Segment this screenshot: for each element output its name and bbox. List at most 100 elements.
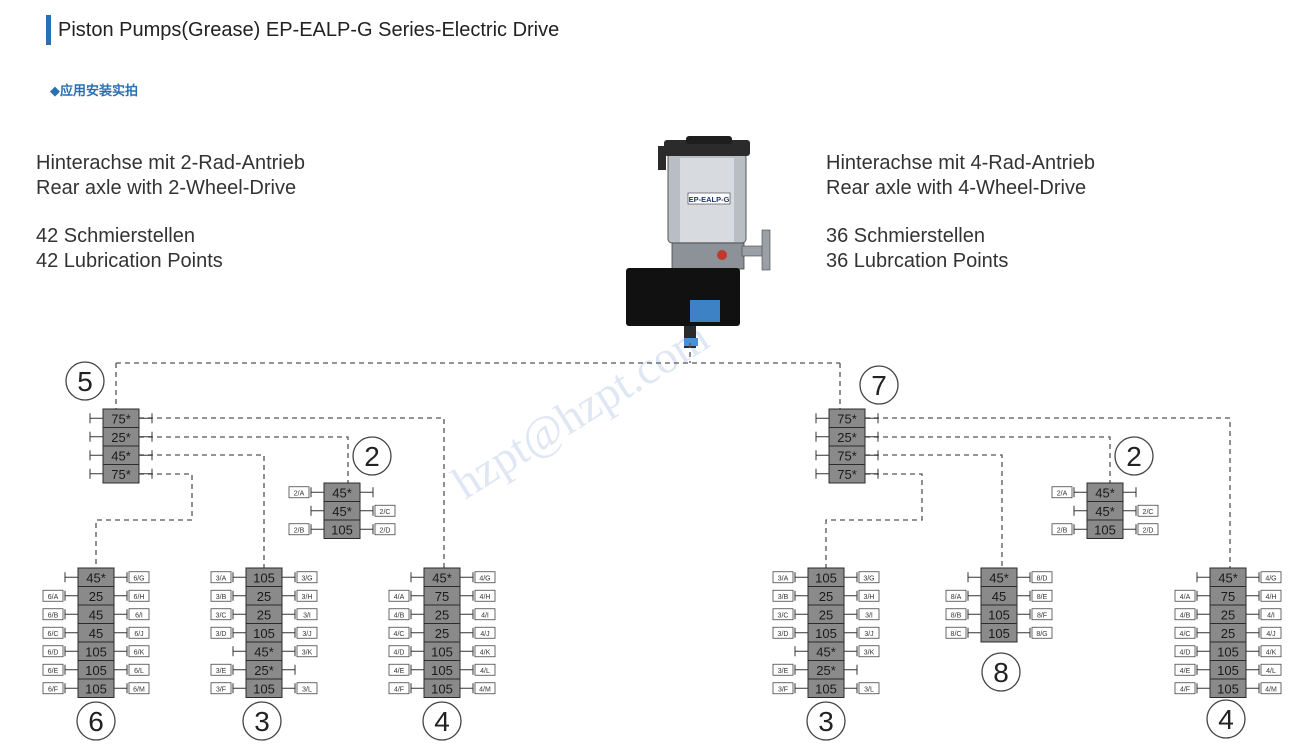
outlet-label: 3/D bbox=[778, 631, 789, 638]
group-number-circle bbox=[242, 701, 282, 741]
outlet-label: 4/M bbox=[1265, 686, 1277, 693]
block-value: 105 bbox=[85, 663, 107, 678]
outlet-tag bbox=[858, 571, 880, 584]
outlet-tag bbox=[474, 589, 496, 602]
block-value: 105 bbox=[815, 626, 837, 641]
group-number-circle bbox=[352, 436, 392, 476]
block-value: 105 bbox=[253, 681, 275, 696]
outlet-tag bbox=[1260, 589, 1282, 602]
block-value: 45 bbox=[89, 626, 103, 641]
outlet-tag bbox=[42, 608, 64, 621]
outlet-tag bbox=[1137, 504, 1159, 517]
group-number: 4 bbox=[434, 706, 450, 737]
supply-lines bbox=[95, 343, 1231, 568]
group-number-circle bbox=[806, 701, 846, 741]
group-number: 3 bbox=[818, 706, 834, 737]
block-value: 45* bbox=[111, 448, 131, 463]
outlet-tag bbox=[1260, 608, 1282, 621]
outlet-label: 3/G bbox=[301, 575, 312, 582]
outlet-label: 8/F bbox=[1037, 612, 1047, 619]
outlet-tag bbox=[772, 571, 794, 584]
group-number: 2 bbox=[1126, 441, 1142, 472]
outlet-label: 3/J bbox=[302, 631, 311, 638]
outlet-label: 2/C bbox=[1143, 509, 1154, 516]
outlet-label: 3/F bbox=[216, 686, 226, 693]
outlet-label: 4/J bbox=[480, 631, 489, 638]
outlet-label: 4/A bbox=[1180, 594, 1191, 601]
outlet-label: 4/A bbox=[394, 594, 405, 601]
block-value: 45* bbox=[332, 504, 352, 519]
group-number: 5 bbox=[77, 366, 93, 397]
block-value: 25 bbox=[89, 589, 103, 604]
block-value: 25 bbox=[257, 589, 271, 604]
outlet-label: 4/C bbox=[394, 631, 405, 638]
outlet-label: 2/C bbox=[380, 509, 391, 516]
outlet-label: 4/H bbox=[1266, 594, 1277, 601]
block-value: 25 bbox=[1221, 626, 1235, 641]
outlet-label: 3/B bbox=[778, 594, 789, 601]
outlet-tag bbox=[945, 626, 967, 639]
block-value: 105 bbox=[988, 607, 1010, 622]
outlet-label: 3/C bbox=[216, 612, 227, 619]
outlet-label: 3/L bbox=[302, 686, 312, 693]
left-caption-line-4: 42 Lubrication Points bbox=[36, 250, 223, 272]
outlet-label: 6/M bbox=[133, 686, 145, 693]
outlet-tag bbox=[42, 589, 64, 602]
outlet-tag bbox=[858, 626, 880, 639]
outlet-tag bbox=[388, 682, 410, 695]
outlet-tag bbox=[388, 626, 410, 639]
outlet-tag bbox=[210, 589, 232, 602]
outlet-label: 4/D bbox=[1180, 649, 1191, 656]
outlet-label: 8/B bbox=[951, 612, 962, 619]
outlet-label: 6/J bbox=[134, 631, 143, 638]
outlet-tag bbox=[296, 571, 318, 584]
outlet-tag bbox=[42, 645, 64, 658]
right-caption: Hinterachse mit 4-Rad-Antrieb Rear axle … bbox=[826, 151, 1095, 274]
block-value: 45* bbox=[86, 570, 106, 585]
group-number-circle bbox=[76, 701, 116, 741]
left-caption-line-3: 42 Schmierstellen bbox=[36, 225, 195, 247]
outlet-label: 4/L bbox=[480, 668, 490, 675]
group-number: 6 bbox=[88, 706, 104, 737]
outlet-tag bbox=[210, 571, 232, 584]
outlet-tag bbox=[772, 682, 794, 695]
outlet-tag bbox=[128, 589, 150, 602]
outlet-tag bbox=[388, 645, 410, 658]
outlet-tag bbox=[474, 645, 496, 658]
outlet-label: 4/I bbox=[1267, 612, 1275, 619]
outlet-tag bbox=[1260, 571, 1282, 584]
outlet-label: 3/E bbox=[778, 668, 789, 675]
page-header: Piston Pumps(Grease) EP-EALP-G Series-El… bbox=[46, 14, 559, 46]
outlet-label: 3/G bbox=[863, 575, 874, 582]
left-caption-line-2: Rear axle with 2-Wheel-Drive bbox=[36, 177, 297, 199]
group-number-circle bbox=[65, 361, 105, 401]
outlet-tag bbox=[210, 608, 232, 621]
group-number: 4 bbox=[1218, 704, 1234, 735]
pump-model-label: EP-EALP-G bbox=[689, 195, 730, 204]
outlet-label: 4/M bbox=[479, 686, 491, 693]
outlet-tag bbox=[1260, 626, 1282, 639]
block-value: 25* bbox=[254, 663, 274, 678]
outlet-tag bbox=[1174, 663, 1196, 676]
outlet-label: 6/D bbox=[48, 649, 59, 656]
outlet-tag bbox=[42, 663, 64, 676]
outlet-label: 6/H bbox=[134, 594, 145, 601]
outlet-tag bbox=[296, 645, 318, 658]
outlet-label: 3/A bbox=[216, 575, 227, 582]
outlet-tag bbox=[1260, 682, 1282, 695]
outlet-tag bbox=[128, 608, 150, 621]
block-value: 45* bbox=[989, 570, 1009, 585]
outlet-tag bbox=[945, 608, 967, 621]
block-value: 105 bbox=[85, 681, 107, 696]
block-value: 105 bbox=[815, 681, 837, 696]
outlet-label: 8/C bbox=[951, 631, 962, 638]
right-group-7: 775*25*75*75* bbox=[815, 365, 899, 484]
outlet-label: 2/A bbox=[294, 490, 305, 497]
outlet-tag bbox=[42, 626, 64, 639]
outlet-tag bbox=[128, 682, 150, 695]
outlet-label: 3/A bbox=[778, 575, 789, 582]
